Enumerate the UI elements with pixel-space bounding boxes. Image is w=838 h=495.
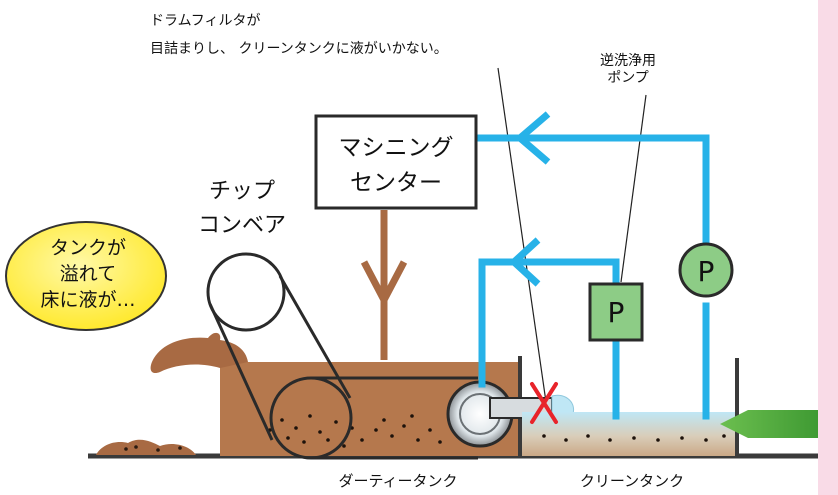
- backwash-pump-symbol-label: P: [608, 296, 625, 329]
- coolant-drop-arrowhead: [360, 260, 408, 308]
- annotation-line-1: ドラムフィルタが: [150, 13, 260, 29]
- machining-center-label-2: センター: [350, 170, 442, 196]
- coolant-pump-label: P: [698, 255, 715, 288]
- warning-bubble-line-3: 床に液が…: [40, 289, 135, 311]
- clean-tank-label: クリーンタンク: [580, 472, 684, 490]
- dirty-tank-label: ダーティータンク: [338, 472, 457, 490]
- sidebar-panel: [818, 0, 838, 495]
- pump-leader-line: [620, 94, 647, 283]
- overflow-splash: [150, 332, 248, 374]
- warning-bubble-line-2: 溢れて: [60, 263, 116, 285]
- clean-tank-liquid: [522, 412, 736, 456]
- floor-spill-puddle: [96, 439, 196, 455]
- coolant-pump-symbol: [678, 242, 734, 298]
- machining-center-label-1: マシニング: [339, 135, 454, 161]
- annotation-line-2: 目詰まりし、 クリーンタンクに液がいかない。: [150, 41, 448, 57]
- x-mark-icon: [530, 382, 558, 424]
- chip-conveyor-label-1: チップ: [209, 179, 275, 204]
- annotation-leader-line: [497, 67, 547, 403]
- backwash-pump-label-1: 逆洗浄用: [600, 53, 656, 69]
- chip-conveyor-label-2: コンベア: [198, 213, 286, 238]
- flow-arrow-top: [514, 111, 551, 165]
- machining-center-box: [314, 114, 478, 210]
- conveyor-top-pulley: [206, 252, 286, 332]
- backwash-pump-box: [588, 282, 644, 342]
- warning-bubble: [5, 221, 167, 331]
- flow-arrow-backwash: [508, 237, 541, 287]
- chip-conveyor: [206, 252, 478, 460]
- inlet-arrow: [720, 410, 818, 438]
- clean-tank-chips: [542, 434, 726, 442]
- coolant-pipes: [472, 134, 710, 420]
- backwash-pump-label-2: ポンプ: [607, 70, 649, 86]
- warning-bubble-line-1: タンクが: [50, 237, 126, 259]
